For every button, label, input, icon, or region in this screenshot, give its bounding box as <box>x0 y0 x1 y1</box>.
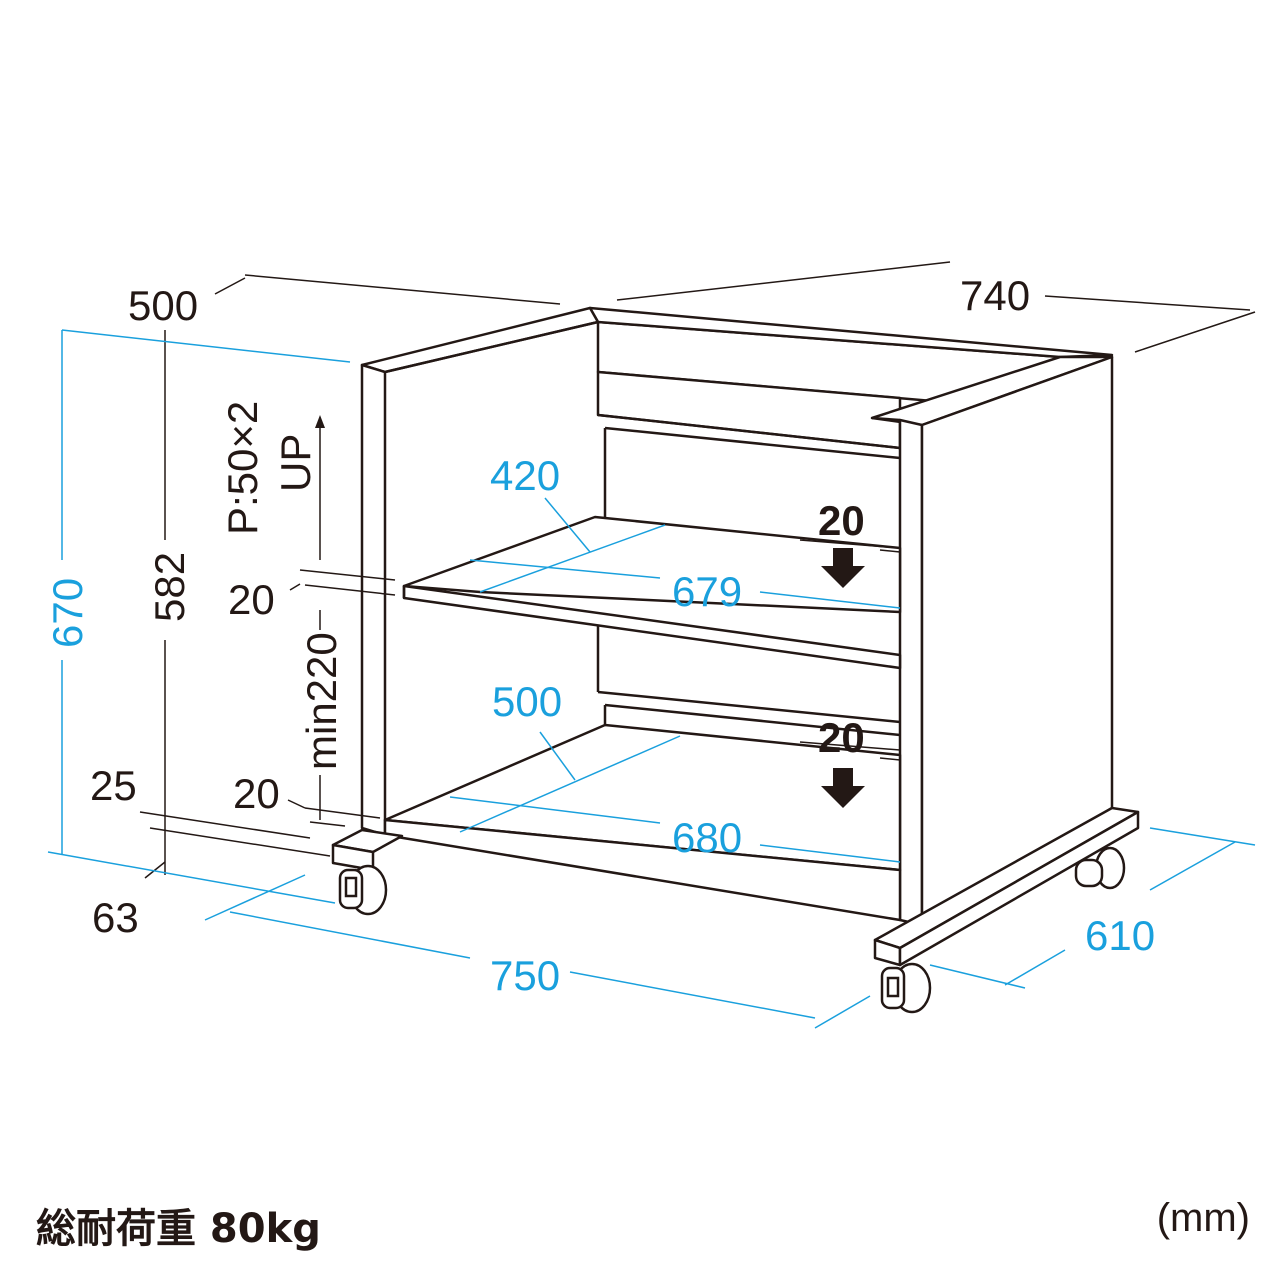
caster-front-right <box>880 962 932 1014</box>
label-shelf-pitch-dir: UP <box>272 434 319 492</box>
label-base-63: 63 <box>92 894 139 941</box>
bottom-shelf-front <box>383 818 902 922</box>
label-depth-top: 500 <box>128 282 198 329</box>
left-side-panel <box>360 363 387 837</box>
label-step-upper: 20 <box>818 497 865 544</box>
caster-back-right <box>1074 846 1126 890</box>
label-total-height: 670 <box>44 578 91 648</box>
left-side-top <box>360 306 600 374</box>
arrow-down-upper <box>821 548 865 588</box>
label-upper-shelf-depth: 420 <box>490 452 560 499</box>
label-lower-shelf-width: 680 <box>672 814 742 861</box>
label-upper-shelf-width: 679 <box>672 568 742 615</box>
arrow-down-lower <box>821 768 865 808</box>
black-dimension-lines <box>139 261 1256 879</box>
label-shelf-thickness-lower: 20 <box>233 770 280 817</box>
caster-front-left <box>338 864 388 916</box>
label-base-25: 25 <box>90 762 137 809</box>
cart-body <box>331 306 1140 967</box>
label-lower-shelf-depth: 500 <box>492 678 562 725</box>
back-slot-upper <box>597 413 901 450</box>
label-clearance: min220 <box>298 632 345 770</box>
load-capacity: 総耐荷重 80kg <box>36 1206 321 1252</box>
label-inner-height: 582 <box>146 552 193 622</box>
label-shelf-pitch: P:50×2 <box>219 401 266 535</box>
label-width-top: 740 <box>960 272 1030 319</box>
label-shelf-thickness-upper: 20 <box>228 576 275 623</box>
label-overall-depth: 610 <box>1085 912 1155 959</box>
label-overall-width: 750 <box>490 952 560 999</box>
unit-label: (mm) <box>1156 1196 1250 1240</box>
blue-dimension-lines <box>47 329 1256 1029</box>
label-step-lower: 20 <box>818 714 865 761</box>
upper-shelf-top <box>402 515 902 614</box>
casters <box>338 846 1126 1014</box>
right-rail-side <box>898 810 1140 967</box>
right-side-front <box>898 418 924 927</box>
